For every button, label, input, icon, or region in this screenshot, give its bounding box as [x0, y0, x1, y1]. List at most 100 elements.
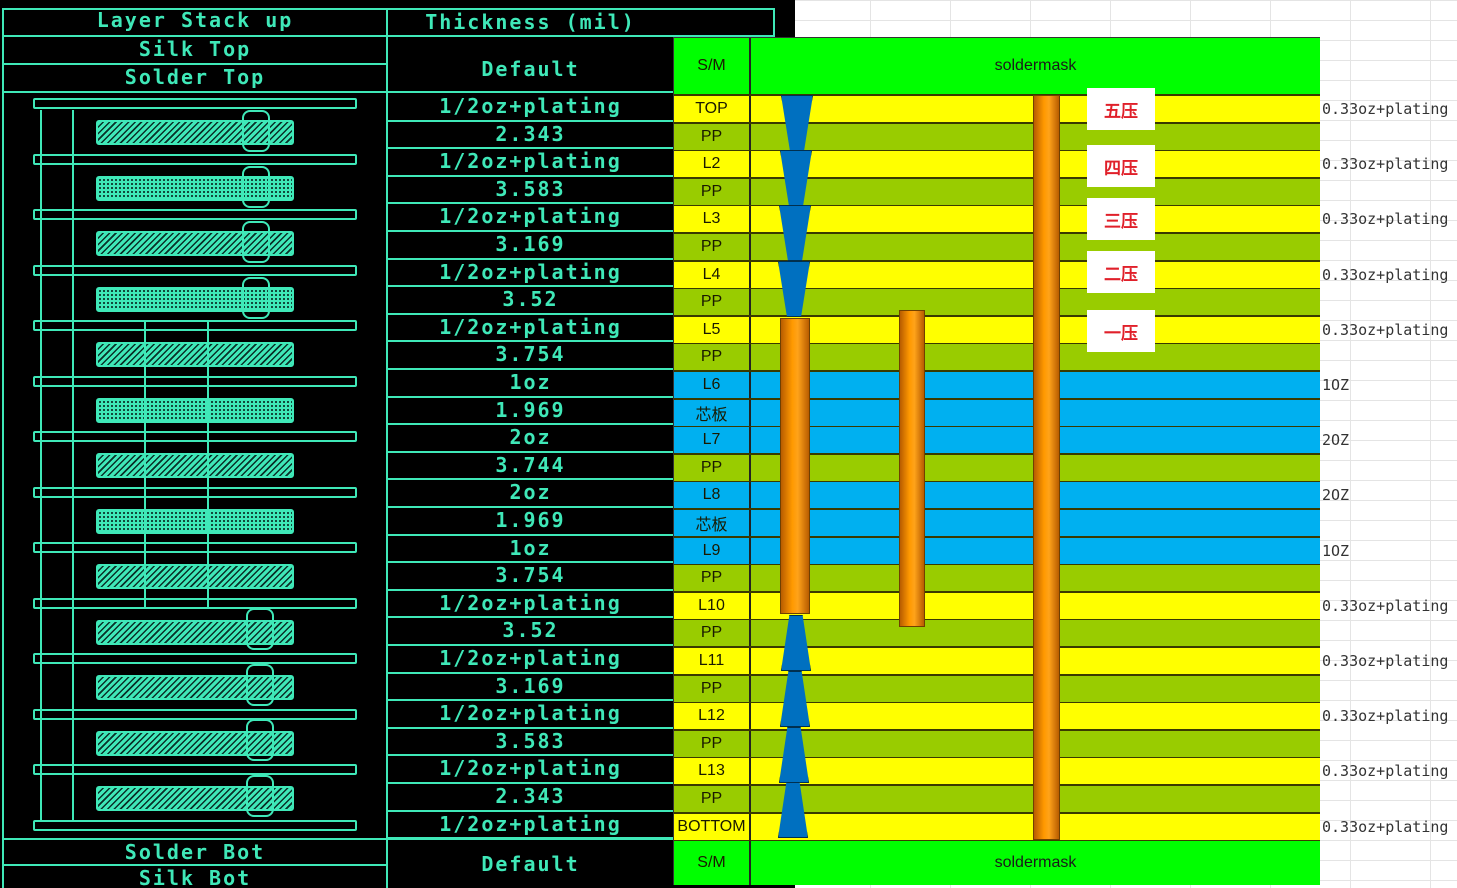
- copper-weight-note: 0.33oz+plating: [1322, 100, 1449, 118]
- through-via-line: [72, 110, 74, 822]
- default-bot-label: Default: [481, 852, 580, 876]
- top-soldermask-row: S/M soldermask: [674, 38, 1320, 96]
- dielectric-layer-hatch: [96, 620, 294, 645]
- microvia-arc: [242, 221, 270, 263]
- layer-label: L2: [674, 151, 751, 177]
- cad-silkbot-divider: [2, 864, 388, 866]
- cad-silk-divider: [2, 63, 388, 65]
- thickness-row-divider: [388, 699, 674, 701]
- layer-label: L11: [674, 648, 751, 674]
- layer-row: L10: [674, 593, 1320, 621]
- microvia-arc: [242, 110, 270, 152]
- thickness-value: 1/2oz+plating: [439, 646, 622, 670]
- thickness-row-divider: [388, 175, 674, 177]
- layer-label: L3: [674, 206, 751, 232]
- copper-weight-note: 1OZ: [1322, 542, 1350, 560]
- solder-top-label: Solder Top: [124, 65, 266, 89]
- layer-row: L2: [674, 151, 1320, 179]
- copper-plane-outline: [33, 320, 357, 331]
- copper-weight-note: 2OZ: [1322, 431, 1350, 449]
- layer-label: PP: [674, 234, 751, 260]
- through-hole-via-icon: [1033, 95, 1060, 840]
- cad-frame-top: [2, 8, 775, 10]
- thickness-row-divider: [388, 202, 674, 204]
- thickness-row-divider: [388, 561, 674, 563]
- layer-row: 芯板: [674, 510, 1320, 538]
- thickness-value: 3.744: [495, 453, 566, 477]
- thickness-value: 1oz: [509, 370, 552, 394]
- microvia-arc: [246, 719, 274, 761]
- layer-label: 芯板: [674, 510, 751, 536]
- layer-row: L9: [674, 538, 1320, 566]
- layer-row: PP: [674, 455, 1320, 483]
- thickness-value: 1/2oz+plating: [439, 315, 622, 339]
- layer-row: PP: [674, 124, 1320, 152]
- copper-plane-outline: [33, 820, 357, 831]
- layer-row: L8: [674, 482, 1320, 510]
- silk-top-label: Silk Top: [138, 37, 252, 61]
- layer-label: L5: [674, 317, 751, 343]
- layer-row: PP: [674, 565, 1320, 593]
- layer-stack-up-header: Layer Stack up: [96, 8, 294, 32]
- layer-row: L3: [674, 206, 1320, 234]
- through-via-line: [40, 110, 42, 822]
- layer-row: L6: [674, 372, 1320, 400]
- thickness-row-divider: [388, 423, 674, 425]
- thickness-row-divider: [388, 589, 674, 591]
- layer-label: PP: [674, 124, 751, 150]
- cad-header-divider: [2, 35, 775, 37]
- layer-label: L13: [674, 758, 751, 784]
- thickness-value: 3.169: [495, 232, 566, 256]
- thickness-value: 3.52: [502, 287, 559, 311]
- microvia-arc: [242, 166, 270, 208]
- thickness-row-divider: [388, 727, 674, 729]
- layer-label: L8: [674, 482, 751, 508]
- layer-label: BOTTOM: [674, 814, 751, 840]
- copper-plane-outline: [33, 764, 357, 775]
- layer-label: L4: [674, 262, 751, 288]
- dielectric-layer-hatch: [96, 564, 294, 589]
- thickness-value: 1/2oz+plating: [439, 204, 622, 228]
- thickness-value: 1/2oz+plating: [439, 260, 622, 284]
- thickness-row-divider: [388, 782, 674, 784]
- layer-row: 芯板: [674, 400, 1320, 428]
- layer-label: PP: [674, 786, 751, 812]
- dielectric-layer-hatch: [96, 342, 294, 367]
- thickness-value: 3.754: [495, 342, 566, 366]
- dielectric-layer-hatch: [96, 786, 294, 811]
- thickness-row-divider: [388, 534, 674, 536]
- layer-label: PP: [674, 565, 751, 591]
- microvia-arc: [242, 277, 270, 319]
- layer-row: L7: [674, 427, 1320, 455]
- dielectric-layer-hatch: [96, 231, 294, 256]
- thickness-row-divider: [388, 368, 674, 370]
- press-cycle-label: 三压: [1087, 198, 1155, 240]
- layer-label: L12: [674, 703, 751, 729]
- layer-row: PP: [674, 620, 1320, 648]
- thickness-value: 1/2oz+plating: [439, 812, 622, 836]
- layer-row: PP: [674, 289, 1320, 317]
- bottom-soldermask-row: S/M soldermask: [674, 841, 1320, 885]
- dielectric-layer-dots: [96, 509, 294, 534]
- thickness-value: 2oz: [509, 425, 552, 449]
- bottom-soldermask-label: S/M: [674, 841, 751, 885]
- thickness-header: Thickness (mil): [425, 10, 636, 34]
- thickness-value: 3.583: [495, 729, 566, 753]
- thickness-row-divider: [388, 285, 674, 287]
- layer-label: PP: [674, 731, 751, 757]
- layer-row: PP: [674, 786, 1320, 814]
- thickness-row-divider: [388, 478, 674, 480]
- buried-via-line: [144, 322, 146, 608]
- layer-row: L13: [674, 758, 1320, 786]
- copper-weight-note: 0.33oz+plating: [1322, 707, 1449, 725]
- layer-label: L7: [674, 427, 751, 453]
- thickness-row-divider: [388, 340, 674, 342]
- layer-label: PP: [674, 676, 751, 702]
- copper-weight-note: 0.33oz+plating: [1322, 321, 1449, 339]
- layer-row: TOP: [674, 96, 1320, 124]
- thickness-value: 1/2oz+plating: [439, 756, 622, 780]
- solder-bot-label: Solder Bot: [124, 840, 266, 864]
- layer-row: PP: [674, 676, 1320, 704]
- layer-label: TOP: [674, 96, 751, 122]
- thickness-value: 3.754: [495, 563, 566, 587]
